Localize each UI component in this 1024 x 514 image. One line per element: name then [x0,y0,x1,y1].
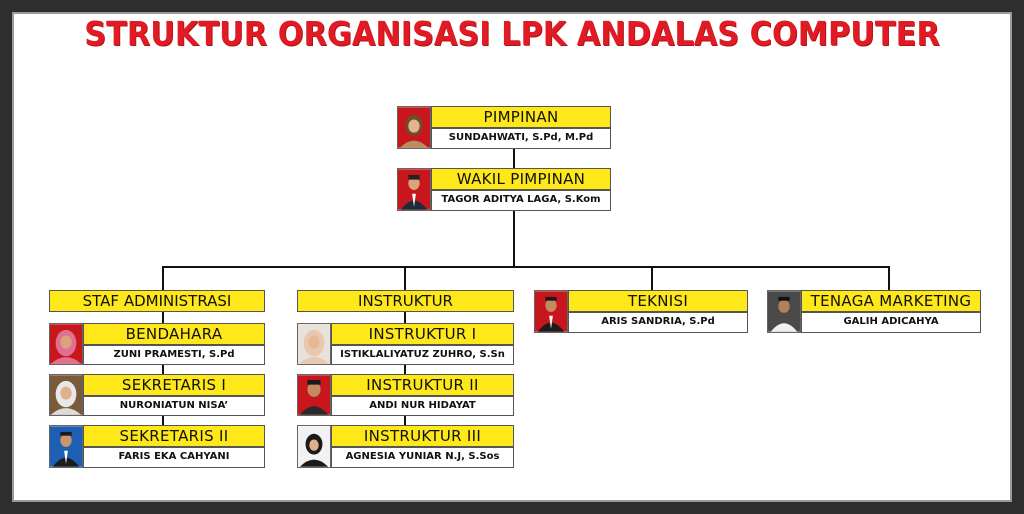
connector-line [513,211,515,267]
avatar-photo [297,323,331,365]
avatar-photo [297,425,331,468]
person-name-instruktur-2: ANDI NUR HIDAYAT [331,396,514,416]
person-name-teknisi: ARIS SANDRIA, S.Pd [568,312,748,333]
person-name-marketing: GALIH ADICAHYA [801,312,981,333]
connector-line [404,415,406,425]
avatar-photo [397,106,431,149]
department-header-staf: STAF ADMINISTRASI [49,290,265,312]
person-name-instruktur-3: AGNESIA YUNIAR N.J, S.Sos [331,447,514,468]
role-label-pimpinan: PIMPINAN [431,106,611,128]
role-label-bendahara: BENDAHARA [83,323,265,345]
person-name-instruktur-1: ISTIKLALIYATUZ ZUHRO, S.Sn [331,345,514,365]
connector-line [513,148,515,168]
connector-line [162,415,164,425]
person-name-bendahara: ZUNI PRAMESTI, S.Pd [83,345,265,365]
chart-panel [12,12,1012,502]
department-header-instruktur: INSTRUKTUR [297,290,514,312]
role-label-instruktur-3: INSTRUKTUR III [331,425,514,447]
connector-line [162,266,164,290]
role-label-teknisi: TEKNISI [568,290,748,312]
page-title: STRUKTUR ORGANISASI LPK ANDALAS COMPUTER [84,14,940,53]
connector-line [162,364,164,374]
connector-line [162,310,164,324]
role-label-wakil: WAKIL PIMPINAN [431,168,611,190]
role-label-marketing: TENAGA MARKETING [801,290,981,312]
avatar-photo [767,290,801,333]
connector-line [162,266,889,268]
person-name-sekretaris-1: NURONIATUN NISA’ [83,396,265,416]
connector-line [404,266,406,290]
avatar-photo [297,374,331,416]
connector-line [404,310,406,324]
avatar-photo [49,374,83,416]
person-name-wakil: TAGOR ADITYA LAGA, S.Kom [431,190,611,211]
person-name-sekretaris-2: FARIS EKA CAHYANI [83,447,265,468]
connector-line [651,266,653,290]
connector-line [404,364,406,374]
person-name-pimpinan: SUNDAHWATI, S.Pd, M.Pd [431,128,611,149]
avatar-photo [49,425,83,468]
role-label-sekretaris-1: SEKRETARIS I [83,374,265,396]
role-label-sekretaris-2: SEKRETARIS II [83,425,265,447]
avatar-photo [397,168,431,211]
avatar-photo [534,290,568,333]
connector-line [888,266,890,290]
avatar-photo [49,323,83,365]
role-label-instruktur-1: INSTRUKTUR I [331,323,514,345]
role-label-instruktur-2: INSTRUKTUR II [331,374,514,396]
